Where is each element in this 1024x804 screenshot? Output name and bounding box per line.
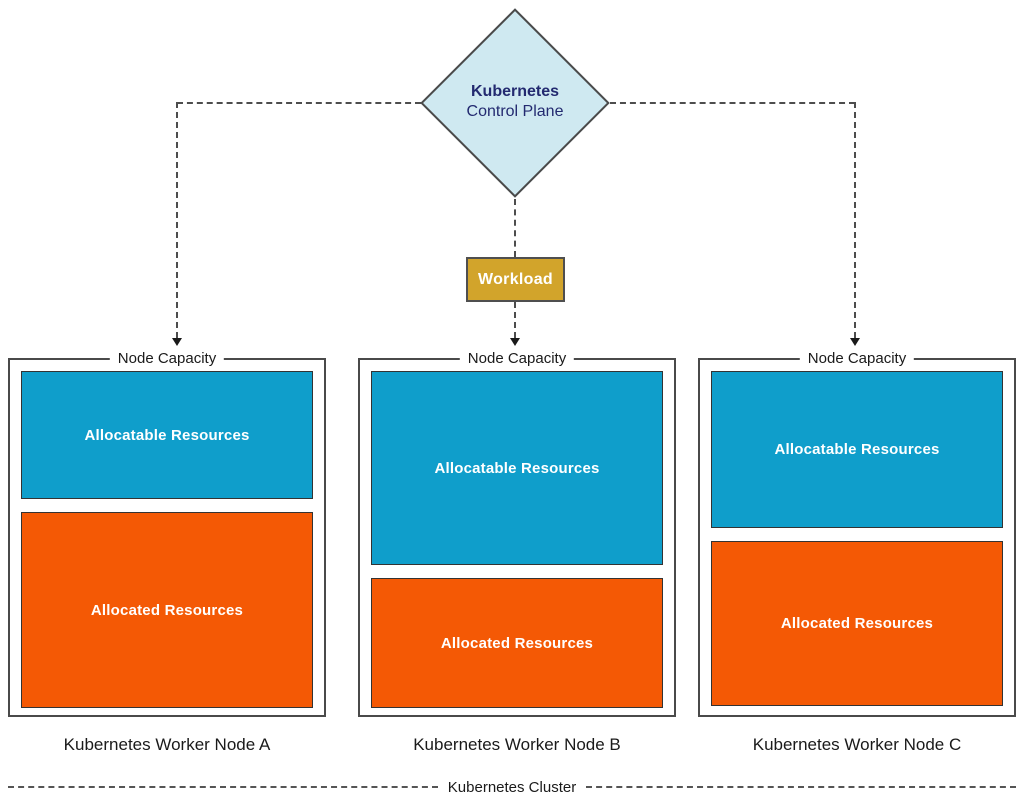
arrow-middle-icon (510, 338, 520, 346)
cluster-dashline-left (8, 786, 438, 788)
cluster-dashline-right (586, 786, 1016, 788)
arrow-right-icon (850, 338, 860, 346)
connector-left-horizontal (177, 102, 421, 104)
connector-left-vertical (176, 102, 178, 338)
worker-node-b: Node Capacity Allocatable Resources Allo… (358, 350, 676, 754)
allocatable-resources-label-b: Allocatable Resources (434, 459, 600, 477)
control-plane-label-line1: Kubernetes (470, 83, 560, 100)
allocated-resources-label-a: Allocated Resources (90, 601, 244, 619)
node-capacity-box-c: Node Capacity Allocatable Resources Allo… (698, 350, 1016, 717)
allocated-resources-label-c: Allocated Resources (780, 615, 934, 632)
connector-right-vertical (854, 102, 856, 338)
worker-node-c: Node Capacity Allocatable Resources Allo… (698, 350, 1016, 754)
allocated-resources-box-a: Allocated Resources (21, 512, 313, 708)
node-capacity-label-c: Node Capacity (799, 350, 915, 367)
workload-box: Workload (466, 257, 565, 302)
node-capacity-box-a: Node Capacity Allocatable Resources Allo… (8, 350, 326, 717)
worker-node-c-name: Kubernetes Worker Node C (752, 735, 962, 754)
connector-middle-upper (514, 199, 516, 257)
worker-node-b-name: Kubernetes Worker Node B (413, 735, 621, 754)
allocated-resources-box-c: Allocated Resources (711, 541, 1003, 706)
worker-node-a-name: Kubernetes Worker Node A (63, 735, 271, 754)
workload-label: Workload (477, 270, 553, 288)
allocated-resources-box-b: Allocated Resources (371, 578, 663, 708)
allocated-resources-label-b: Allocated Resources (440, 634, 594, 652)
allocatable-resources-box-b: Allocatable Resources (371, 371, 663, 565)
worker-node-a: Node Capacity Allocatable Resources Allo… (8, 350, 326, 754)
connector-right-horizontal (610, 102, 855, 104)
cluster-boundary: Kubernetes Cluster (8, 778, 1016, 796)
arrow-left-icon (172, 338, 182, 346)
control-plane-label-line2: Control Plane (466, 103, 564, 120)
allocatable-resources-box-c: Allocatable Resources (711, 371, 1003, 528)
cluster-label: Kubernetes Cluster (447, 778, 577, 796)
node-capacity-box-b: Node Capacity Allocatable Resources Allo… (358, 350, 676, 717)
allocatable-resources-label-c: Allocatable Resources (774, 441, 940, 458)
node-capacity-label-a: Node Capacity (109, 350, 225, 367)
allocatable-resources-box-a: Allocatable Resources (21, 371, 313, 499)
allocatable-resources-label-a: Allocatable Resources (84, 426, 250, 444)
node-capacity-label-b: Node Capacity (459, 350, 575, 367)
control-plane-label: Kubernetes Control Plane (405, 82, 625, 122)
connector-middle-lower (514, 302, 516, 338)
